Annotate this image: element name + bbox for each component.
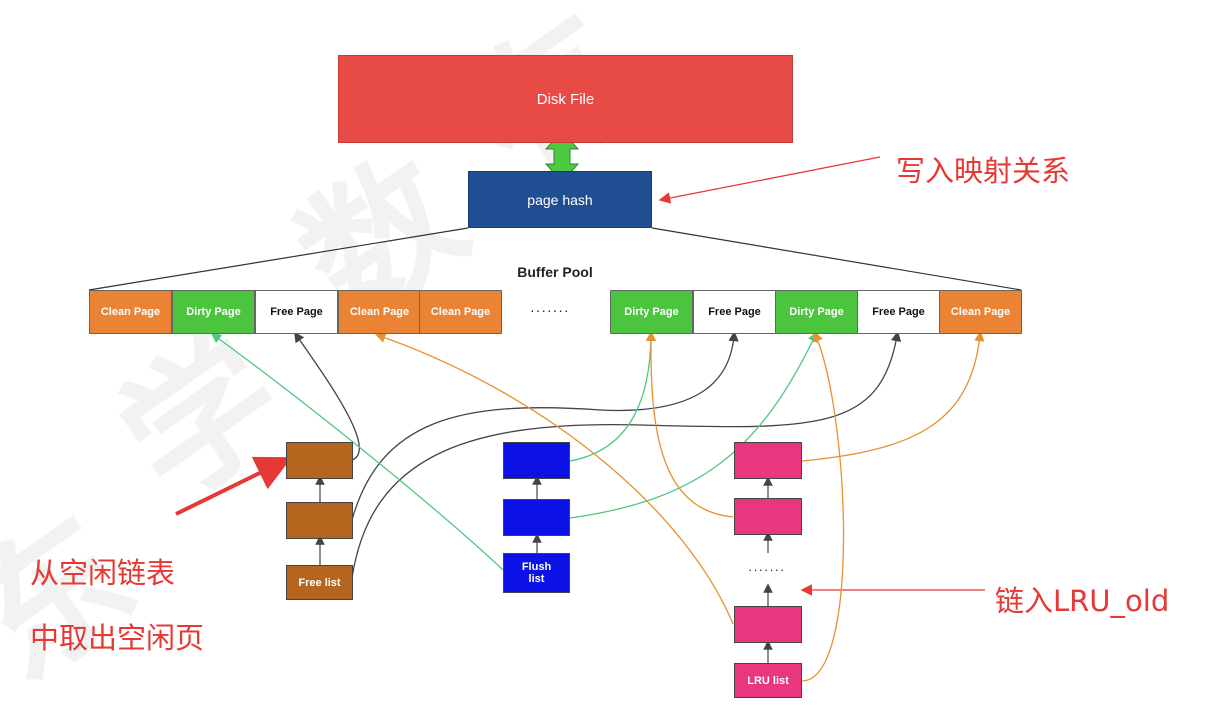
flush-list-head: Flush list	[503, 553, 570, 593]
lru-list-head: LRU list	[734, 663, 802, 698]
pool-page: Clean Page	[939, 290, 1022, 334]
hash-note-arrow	[658, 156, 881, 204]
lru-list-node	[734, 606, 802, 643]
pool-page: Dirty Page	[610, 290, 693, 334]
pool-page: Free Page	[857, 290, 940, 334]
free-annotation-line2: 中取出空闲页	[30, 621, 205, 655]
flush-list-node	[503, 442, 570, 479]
pool-page: Dirty Page	[775, 290, 858, 334]
free-list-node	[286, 502, 353, 539]
disk-file-box: Disk File	[338, 55, 793, 143]
lru-list-node	[734, 442, 802, 479]
pool-page: Free Page	[693, 290, 776, 334]
free-annotation-line1: 从空闲链表	[30, 556, 176, 590]
free-list-head: Free list	[286, 565, 353, 600]
pool-page: Free Page	[255, 290, 338, 334]
pool-page: Dirty Page	[172, 290, 255, 334]
free-list-node	[286, 442, 353, 479]
free-note-arrow	[175, 456, 292, 516]
lru-ellipsis: ·······	[748, 562, 786, 577]
page-hash-box: page hash	[468, 171, 652, 228]
lru-list-node	[734, 498, 802, 535]
pool-fan-left	[88, 227, 469, 291]
lru-annotation: 链入LRU_old	[995, 584, 1170, 618]
pool-fan-right	[651, 227, 1022, 291]
buffer-pool-title: Buffer Pool	[517, 264, 593, 280]
pool-ellipsis: ·······	[530, 302, 570, 318]
flush-list-node	[503, 499, 570, 536]
pool-page: Clean Page	[89, 290, 172, 334]
hash-annotation: 写入映射关系	[896, 154, 1071, 188]
pool-page: Clean Page	[338, 290, 421, 334]
pool-page: Clean Page	[419, 290, 502, 334]
